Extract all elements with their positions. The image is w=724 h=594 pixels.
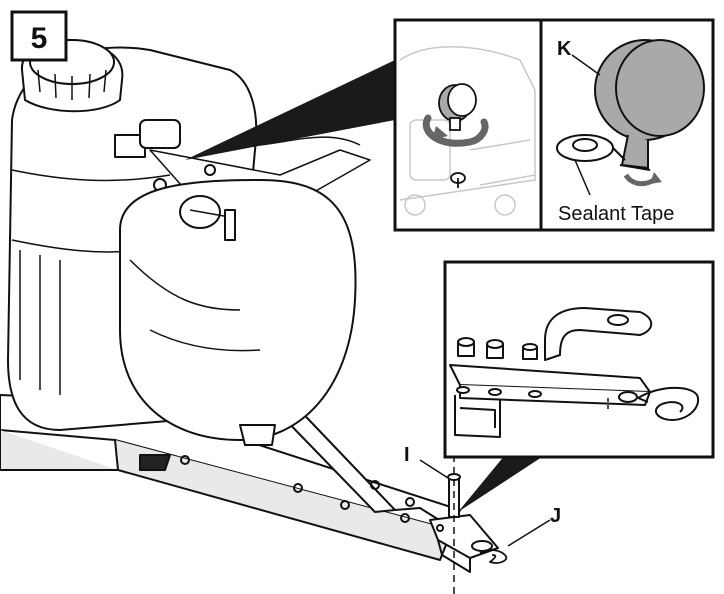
frame [0,394,461,561]
leader-j [507,519,551,547]
hairpin-clip [479,549,508,564]
tank-cylinder [119,179,357,471]
sealant-tape-roll [556,134,626,162]
rotate-arrow-icon [422,114,489,147]
sprayer-assembly [0,38,508,594]
leader-i [419,459,449,479]
step-number: 5 [31,22,48,55]
inset-hitch [443,260,715,459]
inset-left-panel [399,46,536,216]
leader-k [571,54,601,76]
zoom-wedge-lower [458,455,545,512]
callout-sealant-tape: Sealant Tape [558,203,674,225]
gauge-k [594,39,705,171]
inset-gauge [393,18,715,232]
zoom-wedge-top [185,60,395,160]
inset-hairpin-clip [637,386,700,422]
bolts [456,337,542,398]
leader-sealant [574,159,591,196]
callout-i: I [404,444,410,466]
wrap-arrow-icon [623,172,662,187]
hitch-tongue [429,514,499,573]
step-badge: 5 [10,10,68,62]
callout-j: J [550,505,561,527]
callout-k: K [557,38,572,60]
